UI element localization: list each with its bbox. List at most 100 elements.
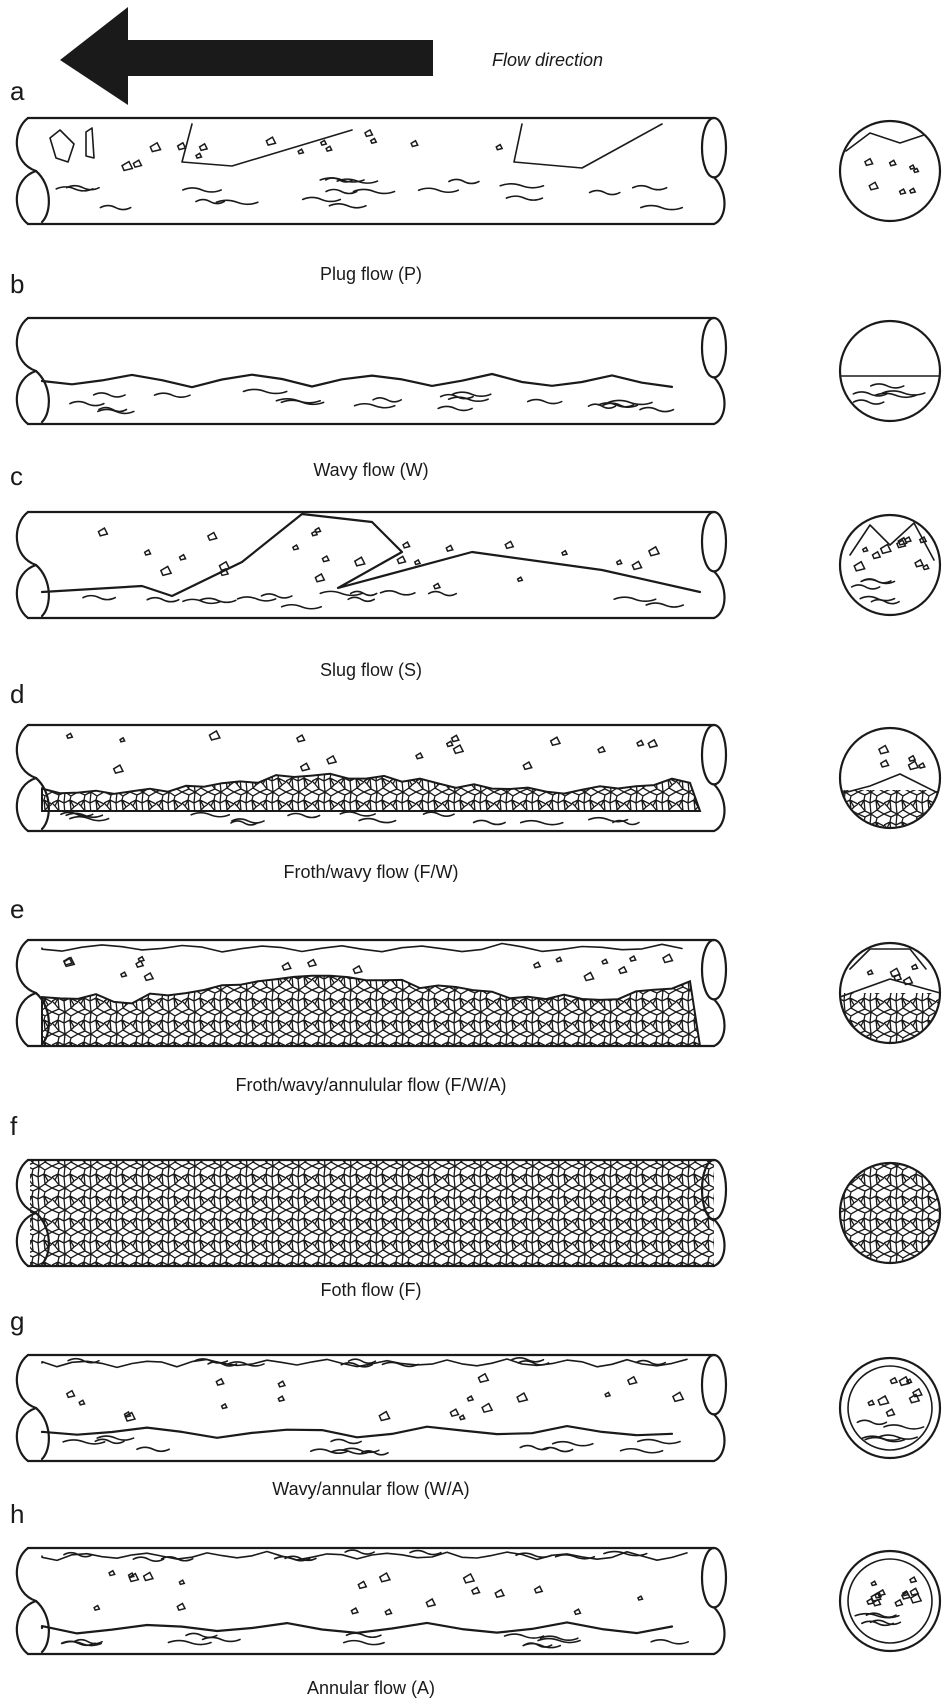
panel-letter: a	[10, 76, 25, 106]
liquid-ripple	[238, 597, 276, 601]
gas-bubble	[177, 1603, 185, 1610]
gas-bubble	[605, 1392, 610, 1396]
gas-bubble	[602, 959, 607, 964]
gas-bubble	[114, 765, 123, 773]
gas-bubble	[122, 162, 132, 171]
liquid-ripple	[453, 392, 491, 396]
gas-bubble	[327, 756, 336, 764]
gas-bubble	[472, 1587, 480, 1594]
gas-bubble	[426, 1599, 435, 1607]
pipe-right-end	[702, 318, 726, 377]
gas-bubble	[617, 560, 622, 564]
liquid-ripple	[168, 1641, 211, 1645]
liquid-ripple	[506, 196, 542, 200]
gas-bubble	[628, 1377, 637, 1385]
gas-bubble	[905, 537, 911, 542]
gas-bubble	[904, 977, 913, 985]
gas-bubble	[79, 1400, 84, 1405]
gas-bubble	[478, 1374, 488, 1382]
panel-letter: b	[10, 269, 24, 299]
liquid-ripple	[183, 188, 221, 192]
gas-bubble	[910, 188, 915, 193]
gas-bubble	[854, 562, 864, 571]
liquid-ripple	[614, 597, 656, 601]
gas-bubble	[219, 562, 229, 571]
cross-section	[850, 523, 934, 604]
gas-bubble	[598, 747, 605, 753]
flow-direction-label: Flow direction	[492, 50, 603, 70]
gas-bubble	[879, 746, 888, 754]
liquid-ripple	[528, 400, 562, 404]
gas-bubble	[619, 967, 627, 974]
pipe-wall	[28, 512, 714, 618]
gas-bubble	[630, 956, 636, 961]
gas-bubble	[863, 547, 868, 551]
gas-bubble	[150, 143, 160, 152]
liquid-ripple	[303, 197, 341, 201]
gas-bubble	[415, 560, 420, 565]
liquid-interface	[42, 374, 672, 387]
gas-bubble	[98, 528, 107, 536]
gas-bubble	[912, 964, 918, 969]
panel-b: bWavy flow (W)	[10, 269, 940, 480]
pipe-left-end-inner	[36, 171, 49, 222]
gas-bubble	[371, 138, 377, 143]
gas-bubble	[358, 1581, 366, 1588]
gas-bubble	[179, 1580, 184, 1584]
gas-bubble	[517, 1393, 527, 1402]
liquid-ripple	[346, 1633, 380, 1637]
gas-bubble	[909, 761, 919, 769]
pipe-wall	[28, 1355, 714, 1461]
gas-bubble	[196, 153, 201, 158]
cross-section	[840, 746, 940, 840]
gas-bubble	[133, 160, 141, 167]
gas-bubble	[890, 1378, 897, 1384]
gas-bubble	[562, 551, 567, 555]
liquid-ripple	[282, 605, 322, 609]
pipe-right-end	[702, 1355, 726, 1414]
flow-direction-arrow	[60, 7, 433, 105]
panel-caption: Wavy/annular flow (W/A)	[272, 1479, 469, 1499]
panel-c: cSlug flow (S)	[10, 461, 940, 680]
gas-bubble	[637, 740, 643, 745]
gas-bubble	[907, 1379, 912, 1383]
liquid-ripple	[553, 1442, 593, 1446]
liquid-ripple	[641, 206, 682, 210]
liquid-ripple	[884, 1425, 924, 1429]
liquid-ripple	[857, 1420, 886, 1424]
cross-section-outline	[840, 121, 940, 221]
gas-bubble	[915, 560, 923, 567]
liquid-ripple	[852, 585, 880, 589]
gas-bubble	[120, 738, 125, 742]
panel-e: eFroth/wavy/annulular flow (F/W/A)	[10, 894, 940, 1095]
gas-bubble	[403, 542, 410, 548]
pipe-left-end	[17, 725, 36, 831]
gas-bubble	[308, 960, 316, 967]
gas-bubble	[326, 146, 332, 151]
gas-bubble	[872, 552, 880, 559]
pipe-left-end	[17, 318, 36, 424]
pipe-right-end-lower	[714, 1219, 725, 1266]
gas-bubble	[663, 954, 672, 962]
gas-bubble	[138, 957, 144, 962]
panel-d: dFroth/wavy flow (F/W)	[10, 679, 940, 882]
liquid-ripple	[633, 186, 667, 190]
gas-bubble	[574, 1609, 580, 1614]
gas-bubble	[144, 1572, 153, 1580]
gas-bubble	[551, 737, 560, 745]
gas-bubble	[365, 130, 372, 136]
liquid-ripple	[98, 409, 134, 413]
gas-bubble	[216, 1379, 223, 1385]
gas-bubble	[447, 741, 453, 746]
gas-bubble	[523, 762, 531, 769]
liquid-ripple	[191, 813, 229, 817]
liquid-ripple	[94, 393, 125, 397]
gas-bubble	[895, 1600, 902, 1606]
gas-bubble	[868, 1400, 874, 1405]
gas-bubble	[109, 1571, 115, 1576]
cross-section-outline	[840, 321, 940, 421]
pipe-right-end-lower	[714, 1414, 725, 1461]
liquid-ripple	[449, 179, 479, 183]
panel-letter: d	[10, 679, 24, 709]
